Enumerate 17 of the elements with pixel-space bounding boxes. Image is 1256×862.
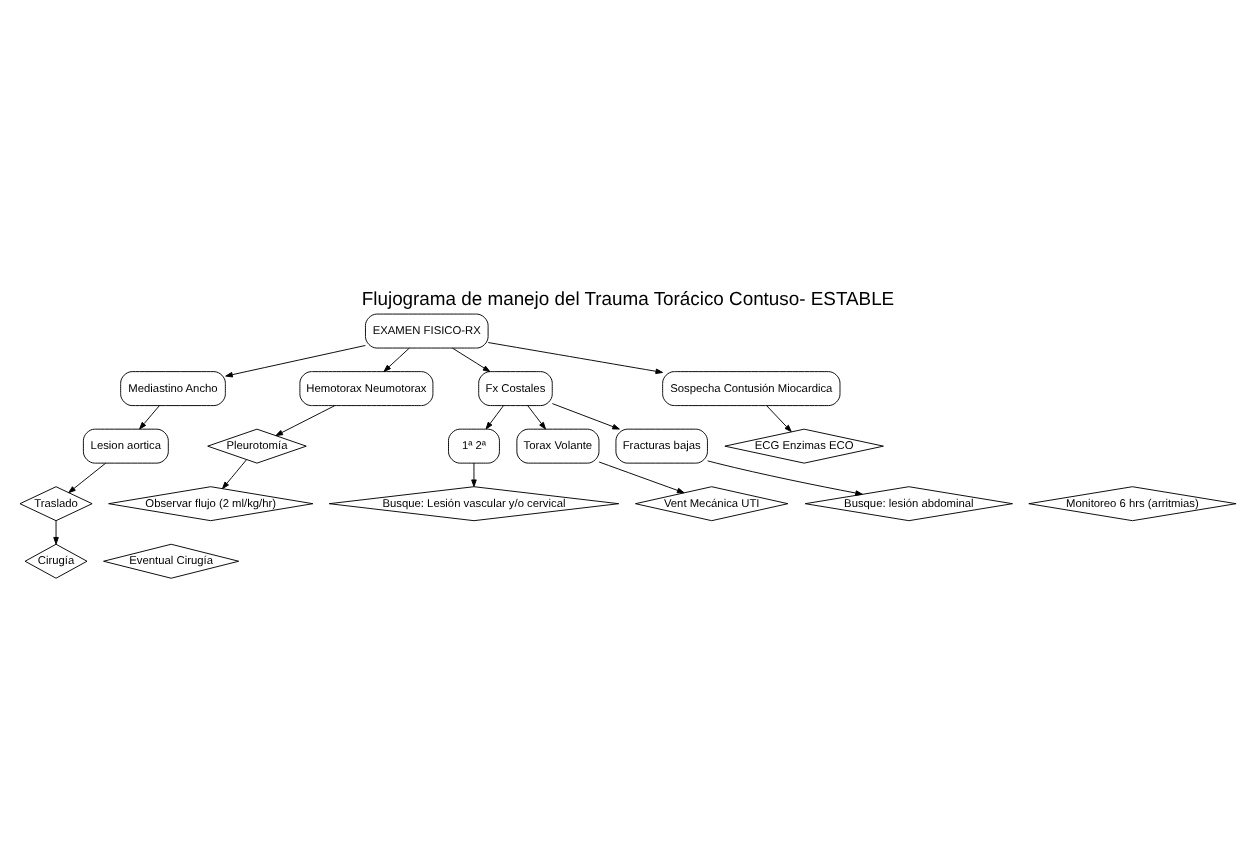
- arrow: [222, 458, 247, 489]
- arrow: [766, 404, 792, 432]
- arrow: [598, 460, 685, 493]
- arrow: [275, 404, 336, 436]
- arrow: [139, 404, 160, 429]
- arrow: [551, 402, 620, 429]
- arrow: [451, 346, 491, 372]
- diagram-title: Flujograma de manejo del Trauma Torácico Contuso- ESTABLE: [361, 285, 895, 308]
- arrow: [225, 344, 366, 377]
- arrow: [68, 461, 107, 493]
- arrow: [485, 404, 504, 429]
- arrow: [707, 459, 863, 495]
- arrow: [383, 346, 410, 371]
- arrow: [53, 519, 59, 544]
- arrow: [471, 461, 477, 486]
- arrow: [527, 404, 546, 429]
- arrow: [487, 341, 664, 374]
